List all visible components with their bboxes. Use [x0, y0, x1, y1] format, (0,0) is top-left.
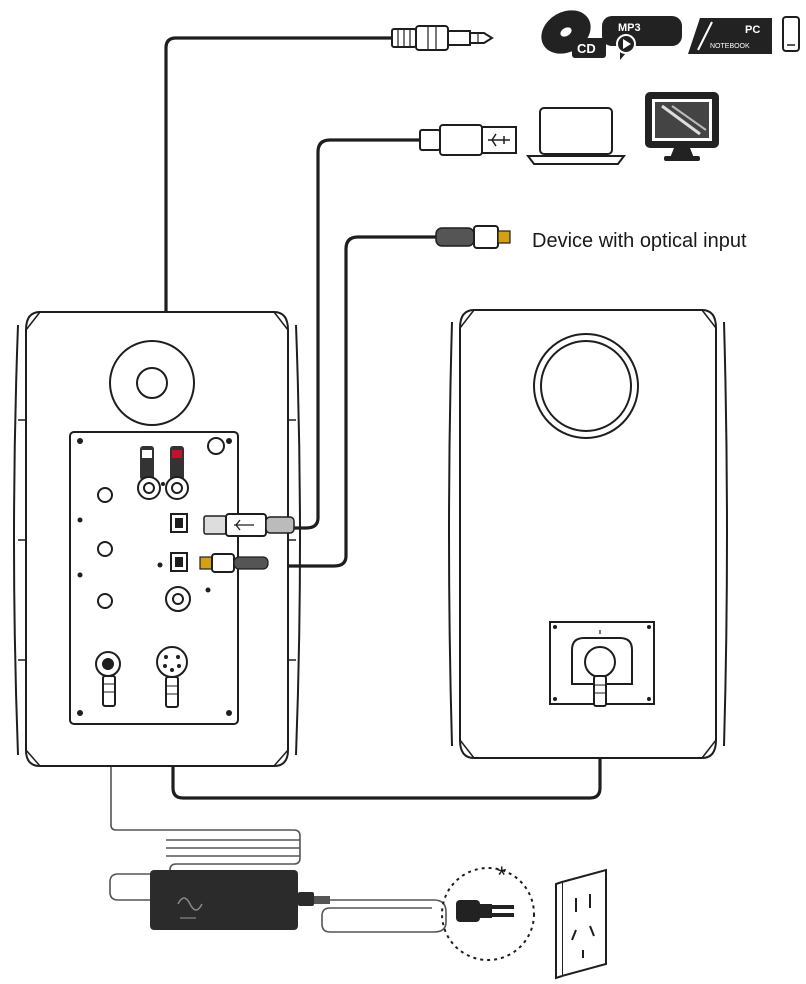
- wall-outlet-icon: [555, 868, 607, 980]
- mp3-badge-label: MP3: [618, 22, 641, 34]
- power-ac-cord: [321, 899, 447, 933]
- bass-port: [109, 340, 195, 426]
- optical-device-label: Device with optical input: [532, 230, 747, 252]
- notebook-badge-label: NOTEBOOK: [710, 43, 750, 50]
- pc-notebook-icon: PC NOTEBOOK: [688, 18, 772, 54]
- usb-b-plug-connected: [203, 513, 295, 537]
- usb-a-plug-icon: [419, 124, 517, 156]
- power-adapter-icon: [150, 870, 330, 930]
- region-note-asterisk: *: [497, 862, 506, 889]
- optical-plug-icon: [435, 225, 511, 249]
- laptop-icon: [526, 107, 626, 165]
- optical-cable: [266, 235, 444, 568]
- volume-knob: [165, 586, 191, 612]
- phone-icon: [782, 16, 800, 52]
- aux-cable: [164, 36, 394, 447]
- cd-icon: CD: [541, 10, 606, 58]
- control-knobs: [77, 487, 211, 609]
- mp3-player-icon: MP3: [602, 16, 682, 60]
- power-cord-loop: [166, 839, 300, 857]
- dc-power-jack: [95, 651, 121, 707]
- cd-badge-label: CD: [577, 41, 596, 56]
- optical-plug-connected: [199, 553, 269, 573]
- usb-b-port: [170, 513, 188, 533]
- aux-3-5mm-plug-icon: [391, 25, 494, 51]
- speaker-out-din-jack: [156, 646, 188, 708]
- speaker-link-cable: [171, 703, 602, 800]
- passive-bass-port: [533, 333, 639, 439]
- power-cord-adapter-left: [109, 873, 170, 901]
- passive-input-plate: [549, 621, 655, 707]
- optical-port: [170, 552, 188, 572]
- rear-panel: [69, 431, 239, 725]
- rca-input-jacks: [137, 446, 189, 500]
- monitor-icon: [645, 92, 719, 161]
- pc-badge-label: PC: [745, 24, 760, 36]
- power-plug-icon: *: [441, 862, 535, 961]
- usb-cable: [293, 138, 424, 530]
- power-dc-cord: [110, 705, 301, 874]
